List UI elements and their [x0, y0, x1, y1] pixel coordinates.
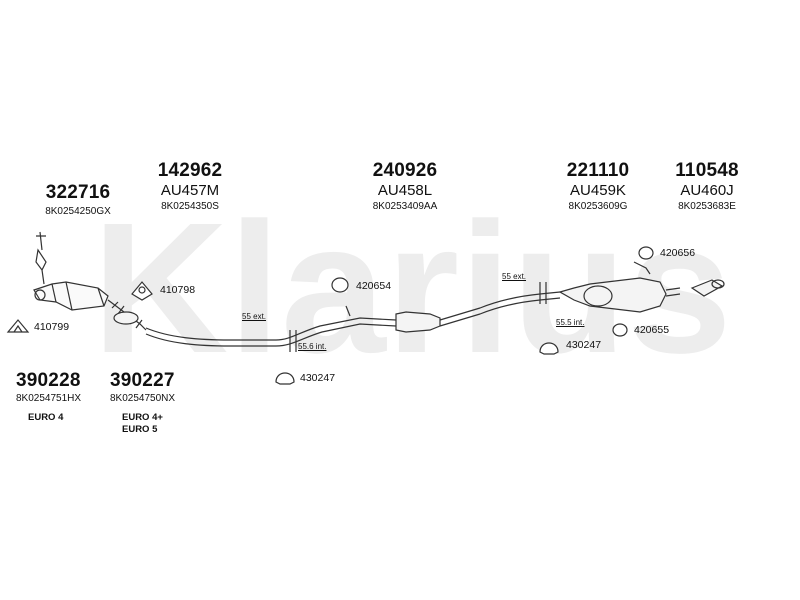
part-number: 322716: [45, 182, 111, 203]
fitting-label-430247-a[interactable]: 430247: [300, 372, 336, 384]
rubber-mount-icon-420656: [638, 246, 654, 260]
oem-number: 8K0254751HX: [16, 393, 82, 404]
clamp-icon-430247-a: [275, 372, 295, 385]
assembly-390227[interactable]: 390227 8K0254750NX EURO 4+ EURO 5: [110, 370, 175, 436]
clamp-icon-430247-b: [539, 342, 559, 355]
exhaust-pipe-drawing: [33, 231, 725, 352]
note-55-ext-a: 55 ext.: [242, 312, 267, 321]
assembly-322716[interactable]: 322716 8K0254250GX: [45, 182, 111, 217]
assembly-390228[interactable]: 390228 8K0254751HX EURO 4: [16, 370, 81, 424]
part-number: 390228: [16, 370, 81, 391]
rubber-mount-icon-420654: [331, 277, 349, 293]
assembly-110548[interactable]: 110548 AU460J 8K0253683E: [675, 160, 739, 212]
part-number: 221110: [566, 160, 630, 181]
part-number: 390227: [110, 370, 175, 391]
assembly-142962[interactable]: 142962 AU457M 8K0254350S: [158, 160, 223, 212]
fitting-label-410799[interactable]: 410799: [34, 321, 70, 333]
klarius-code: AU458L: [377, 182, 433, 199]
oem-number: 8K0254250GX: [45, 206, 111, 217]
part-number: 110548: [675, 160, 739, 181]
gasket-icon-410799: [6, 319, 30, 333]
assembly-240926[interactable]: 240926 AU458L 8K0253409AA: [373, 160, 438, 212]
fitting-label-410798[interactable]: 410798: [160, 284, 196, 296]
fitting-label-420656[interactable]: 420656: [660, 247, 696, 259]
note-55-6-int: 55.6 int.: [298, 342, 327, 351]
fitting-label-420654[interactable]: 420654: [356, 280, 392, 292]
part-number: 240926: [372, 160, 438, 181]
rubber-mount-icon-420655: [612, 323, 628, 337]
klarius-code: AU460J: [680, 182, 734, 199]
klarius-code: AU457M: [160, 182, 220, 199]
oem-number: 8K0254750NX: [110, 393, 176, 404]
oem-number: 8K0254350S: [161, 201, 219, 212]
euro-rating: EURO 5: [122, 424, 158, 435]
note-55-ext-b: 55 ext.: [502, 272, 527, 281]
part-number: 142962: [157, 160, 223, 181]
fitting-icons: [6, 246, 654, 385]
note-55-5-int: 55.5 int.: [556, 318, 585, 327]
euro-rating: EURO 4+: [122, 412, 163, 423]
oem-number: 8K0253609G: [568, 201, 628, 212]
fitting-label-430247-b[interactable]: 430247: [566, 339, 602, 351]
euro-rating: EURO 4: [28, 412, 64, 423]
oem-number: 8K0253683E: [678, 201, 736, 212]
fitting-label-420655[interactable]: 420655: [634, 324, 670, 336]
assembly-221110[interactable]: 221110 AU459K 8K0253609G: [567, 160, 630, 212]
klarius-code: AU459K: [570, 182, 626, 199]
oem-number: 8K0253409AA: [372, 201, 438, 212]
